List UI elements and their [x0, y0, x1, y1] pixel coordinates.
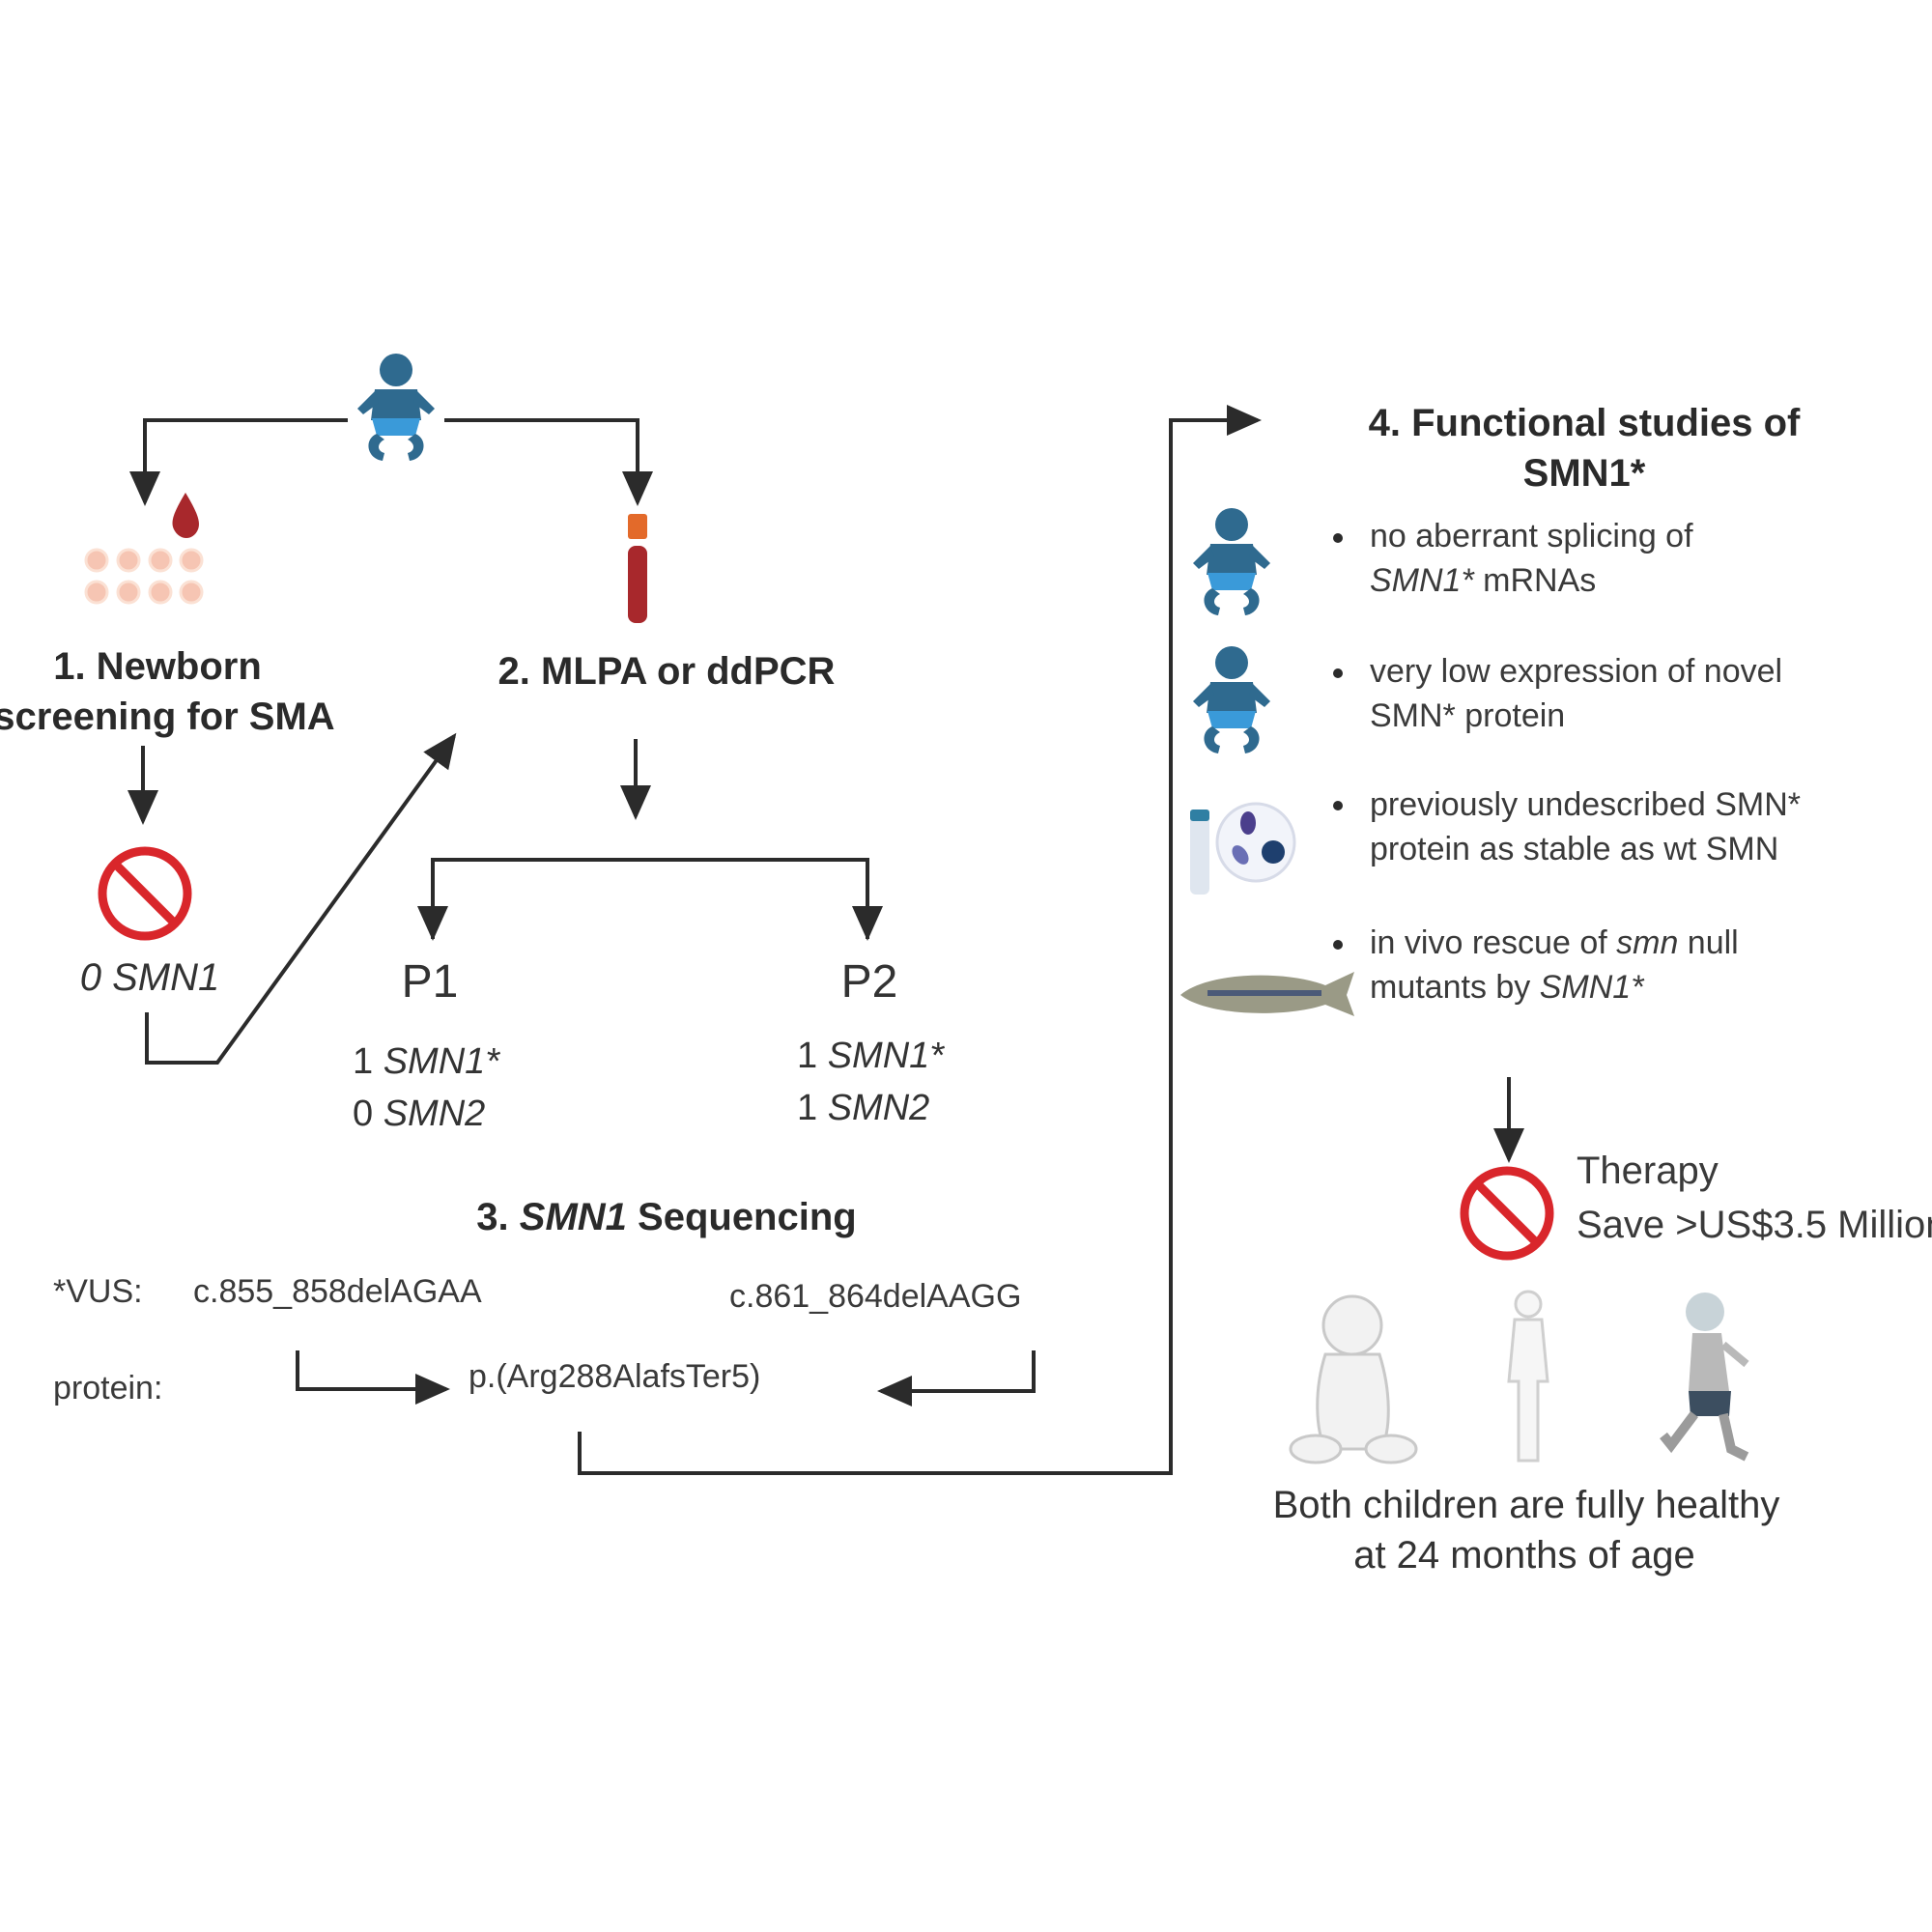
gene-name: SMN1*: [1539, 969, 1644, 1006]
step4-title-line2: SMN1*: [1522, 452, 1646, 495]
arrow-variant1-to-protein: [296, 1350, 450, 1405]
patient-1-label: P1: [401, 956, 459, 1008]
therapy-label: Therapy: [1577, 1150, 1719, 1192]
step1-title-line1: 1. Newborn: [53, 645, 262, 688]
child-running-icon: [1660, 1293, 1749, 1462]
copy-number: 0: [353, 1094, 374, 1134]
finding-4: in vivo rescue of smn null mutants by SM…: [1370, 921, 1739, 1009]
arrow-to-mlpa: [444, 418, 653, 506]
negative-result-icon: [102, 851, 187, 936]
variant-1: c.855_858delAGAA: [193, 1273, 482, 1310]
vus-label: *VUS:: [53, 1273, 143, 1310]
finding-1: no aberrant splicing of SMN1* mRNAs: [1370, 514, 1693, 603]
zebrafish-icon: [1180, 972, 1354, 1016]
finding-1-line1: no aberrant splicing of: [1370, 518, 1693, 554]
finding-1-line2: SMN1* mRNAs: [1370, 558, 1693, 603]
step4-title-line1: 4. Functional studies of: [1368, 402, 1801, 444]
finding-text: in vivo rescue of: [1370, 924, 1617, 961]
step3-number: 3.: [476, 1196, 520, 1238]
patient-2-label: P2: [840, 956, 898, 1008]
gene-name: SMN1*: [1370, 562, 1474, 599]
lab-tube-cells-icon: [1190, 802, 1296, 895]
finding-text: mRNAs: [1473, 562, 1597, 599]
child-standing-icon: [1507, 1290, 1549, 1463]
finding-3: previously undescribed SMN* protein as s…: [1370, 782, 1801, 871]
savings-label: Save >US$3.5 Million: [1577, 1204, 1932, 1246]
blood-drop-icon: [172, 493, 199, 538]
no-therapy-icon: [1464, 1171, 1549, 1256]
outcome-caption-line2: at 24 months of age: [1353, 1534, 1695, 1577]
step3-gene: SMN1: [519, 1196, 627, 1238]
finding-text: null: [1678, 924, 1739, 961]
finding-2-line2: SMN* protein: [1370, 697, 1566, 734]
finding-2: very low expression of novel SMN* protei…: [1370, 649, 1782, 738]
finding-text: mutants by: [1370, 969, 1540, 1006]
screening-result: 0 SMN1: [79, 956, 220, 999]
gene-name: smn: [1616, 924, 1679, 961]
newborn-baby-icon: [357, 354, 435, 461]
protein-label: protein:: [53, 1370, 163, 1406]
copy-number: 1: [797, 1088, 818, 1128]
variant-2: c.861_864delAAGG: [729, 1278, 1022, 1315]
step3-title: 3. SMN1 Sequencing: [476, 1198, 856, 1236]
finding-3-line2: protein as stable as wt SMN: [1370, 831, 1779, 867]
finding-bullets: [1333, 533, 1343, 950]
patient-1-smn1: 1 SMN1*: [353, 1043, 499, 1080]
arrow-to-screening: [129, 418, 348, 506]
finding-4-line2: mutants by SMN1*: [1370, 965, 1739, 1009]
gene-name: SMN2: [827, 1088, 930, 1128]
arrow-sequencing-to-functional: [578, 405, 1262, 1475]
gene-name: SMN1*: [827, 1036, 945, 1076]
finding-3-line1: previously undescribed SMN*: [1370, 786, 1801, 823]
copy-number: 1: [797, 1036, 818, 1076]
patient-1-smn2: 0 SMN2: [353, 1095, 485, 1132]
finding-2-line1: very low expression of novel: [1370, 653, 1783, 690]
copy-number: 1: [353, 1041, 374, 1082]
arrow-variant2-to-protein: [877, 1350, 1036, 1406]
step2-title: 2. MLPA or ddPCR: [497, 650, 836, 693]
patient-2-smn2: 1 SMN2: [797, 1090, 929, 1126]
finding-1-baby-icon: [1193, 508, 1270, 615]
step3-label: Sequencing: [626, 1196, 857, 1238]
step1-title-line2: screening for SMA: [0, 696, 335, 738]
branch-line: [431, 858, 869, 939]
blood-spot-card-icon: [84, 548, 204, 605]
gene-name: SMN2: [383, 1094, 486, 1134]
outcome-caption-line1: Both children are fully healthy: [1272, 1484, 1780, 1526]
gene-name: SMN1*: [383, 1041, 500, 1082]
infant-sitting-icon: [1289, 1294, 1418, 1464]
protein-change: p.(Arg288AlafsTer5): [469, 1358, 761, 1395]
finding-4-line1: in vivo rescue of smn null: [1370, 921, 1739, 965]
blood-tube-icon: [628, 514, 647, 623]
finding-2-baby-icon: [1193, 646, 1270, 753]
patient-2-smn1: 1 SMN1*: [797, 1037, 944, 1074]
arrow-result-to-mlpa: [145, 732, 457, 1065]
